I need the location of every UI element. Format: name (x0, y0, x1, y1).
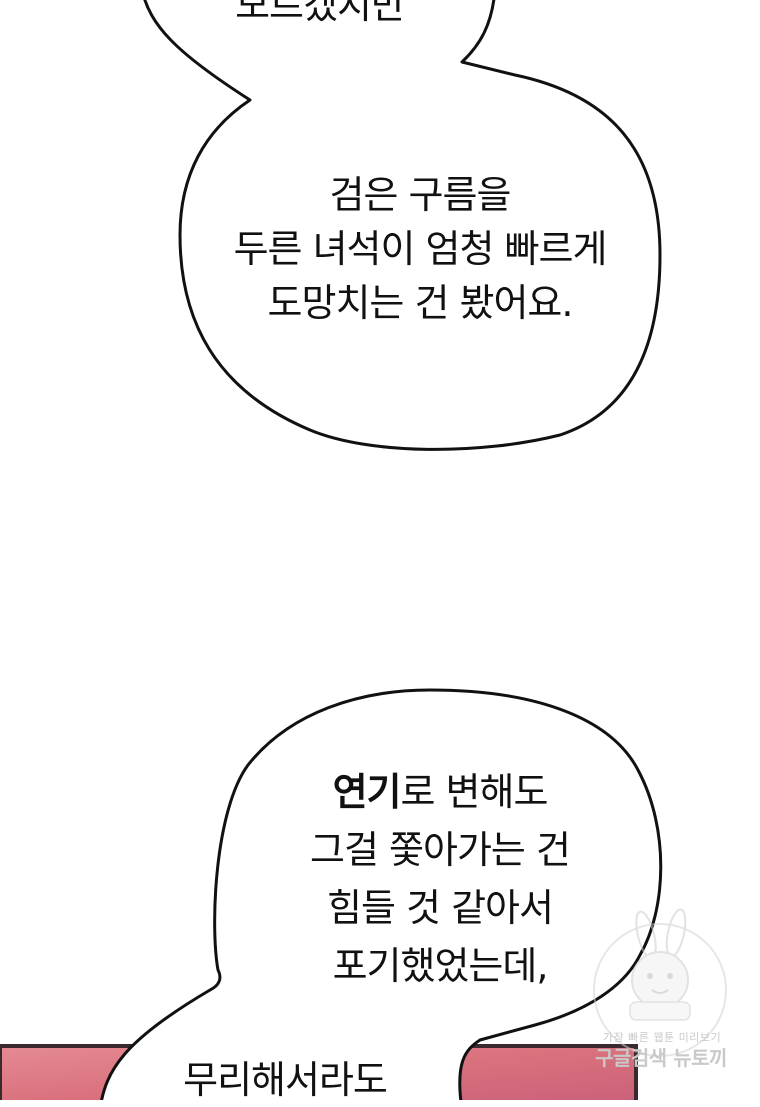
dialogue-line: 모르겠지만 (235, 0, 406, 27)
watermark-bunny-logo (593, 908, 727, 1057)
dialogue-fragment: 로 변해도 (400, 770, 549, 814)
dialogue-line: 힘들 것 같아서 (327, 886, 554, 930)
emphasis-word: 연기 (332, 770, 402, 814)
dialogue-line: 포기했었는데, (332, 944, 549, 988)
dialogue-line: 검은 구름을 (329, 173, 512, 217)
speech-bubble-bottom (100, 688, 663, 1100)
dialogue-line: 그걸 쫓아가는 건 (310, 828, 571, 872)
bubble-4-text: 무리해서라도 (130, 1053, 440, 1107)
dialogue-line: 도망치는 건 봤어요. (267, 281, 574, 325)
bubble-2-text: 검은 구름을 두른 녀석이 엄청 빠르게 도망치는 건 봤어요. (200, 168, 640, 330)
dialogue-line: 두른 녀석이 엄청 빠르게 (233, 227, 608, 271)
watermark-tagline: 가장 빠른 웹툰 미리보기 (602, 1031, 722, 1044)
dialogue-line-first: 연기로 변해도 (250, 763, 630, 821)
speech-bubble-top (143, 0, 662, 451)
dialogue-line: 무리해서라도 (183, 1058, 388, 1102)
bubble-1-text: 모르겠지만 (180, 0, 460, 32)
bubble-3-text: 연기로 변해도 그걸 쫓아가는 건 힘들 것 같아서 포기했었는데, (250, 763, 630, 995)
watermark-brand: 구글검색 뉴토끼 (595, 1046, 727, 1070)
